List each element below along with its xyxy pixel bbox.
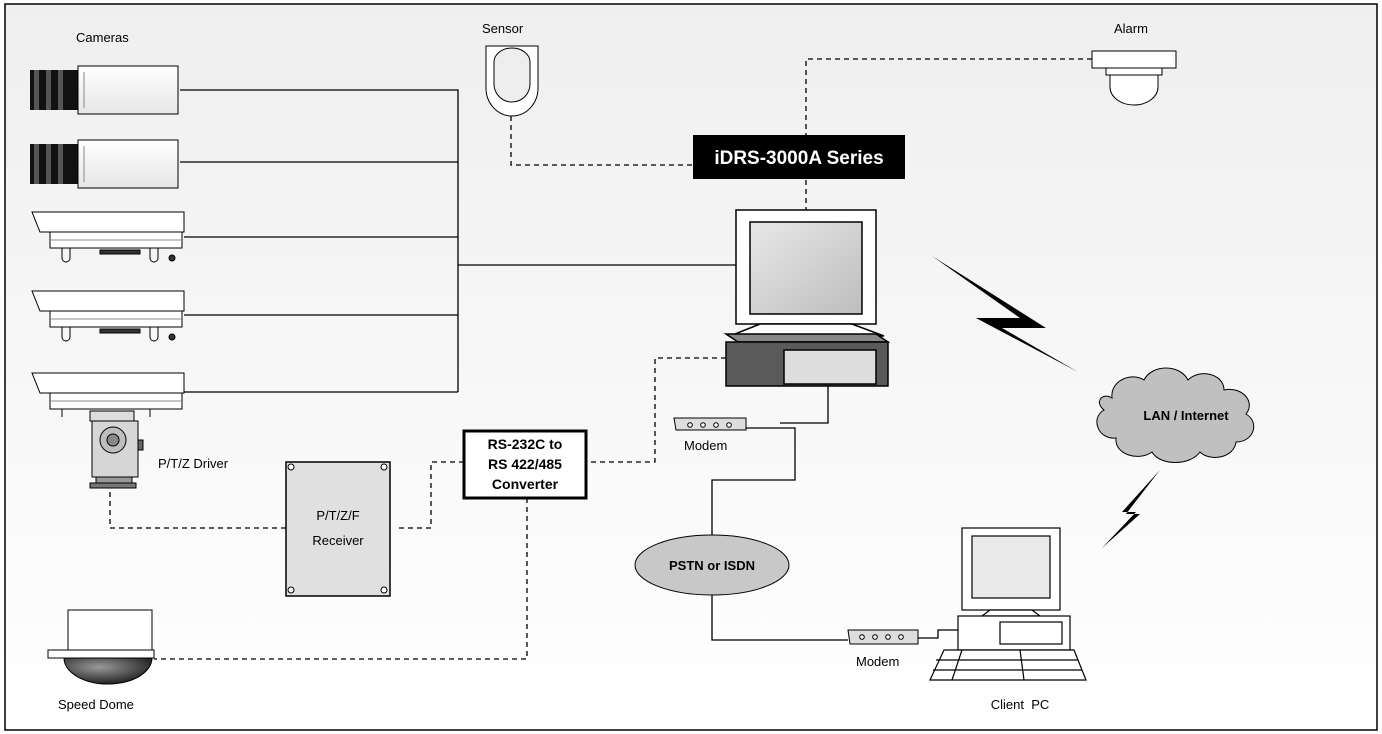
housing-camera-2: [31, 290, 185, 342]
label-receiver-line1: P/T/Z/F: [316, 508, 359, 523]
server-monitor: [729, 209, 885, 337]
video-cables: [180, 89, 958, 641]
box-camera-2: [30, 139, 179, 189]
client-pc: [929, 527, 1087, 681]
label-receiver-line2: Receiver: [312, 533, 364, 548]
label-lan: LAN / Internet: [1143, 408, 1229, 423]
control-cables: [109, 58, 1092, 660]
label-alarm: Alarm: [1114, 21, 1148, 36]
converter-box: [462, 429, 588, 500]
label-modem-client: Modem: [856, 654, 899, 669]
alarm-device: [1091, 50, 1177, 106]
ptz-driver: [89, 410, 144, 489]
modem-server-device: [673, 417, 747, 431]
label-dvr-title: iDRS-3000A Series: [714, 148, 883, 169]
label-converter-line1: RS-232C to: [488, 436, 563, 452]
lan-cloud: [1096, 367, 1255, 463]
label-cameras: Cameras: [76, 30, 129, 45]
sensor-device: [485, 45, 539, 117]
label-client-pc: Client PC: [991, 697, 1050, 712]
diagram-frame: [4, 3, 1378, 731]
modem-client-device: [847, 629, 919, 645]
pstn-node: [634, 534, 790, 596]
label-pstn: PSTN or ISDN: [669, 558, 755, 573]
server-base: [723, 333, 891, 387]
label-modem-server: Modem: [684, 438, 727, 453]
housing-camera-1: [31, 211, 185, 263]
speed-dome: [47, 609, 155, 685]
label-converter-line2: RS 422/485: [488, 456, 562, 472]
box-camera-1: [30, 65, 179, 115]
dvr-label-box: [693, 135, 905, 179]
ptz-receiver-box: [285, 461, 391, 597]
label-speed-dome: Speed Dome: [58, 697, 134, 712]
label-converter-line3: Converter: [492, 476, 559, 492]
label-sensor: Sensor: [482, 21, 524, 36]
label-ptz-driver: P/T/Z Driver: [158, 456, 229, 471]
housing-camera-3: [31, 372, 185, 417]
